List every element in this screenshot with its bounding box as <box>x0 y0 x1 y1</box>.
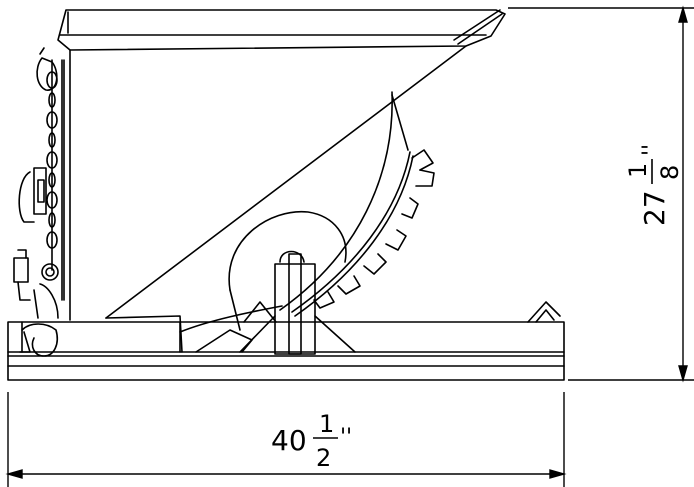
height-dimension-label: 27 1 8 '' <box>624 144 684 226</box>
hopper-teeth <box>313 149 435 309</box>
width-dimension-label: 40 1 2 '' <box>271 410 352 472</box>
height-unit: '' <box>639 144 664 156</box>
hopper-body <box>69 45 467 321</box>
width-dimension <box>5 392 567 487</box>
height-whole: 27 <box>638 190 671 226</box>
hopper-curved-bottom <box>279 91 414 317</box>
hopper-lip <box>105 305 283 353</box>
height-dimension <box>508 5 694 383</box>
latch-hook <box>19 321 59 357</box>
base-skid <box>7 301 565 381</box>
hopper-top-rim <box>57 9 506 51</box>
width-denominator: 2 <box>316 444 331 472</box>
latch-mechanism <box>13 167 59 319</box>
width-whole: 40 <box>271 424 307 457</box>
width-numerator: 1 <box>319 410 334 438</box>
height-denominator: 8 <box>656 165 684 180</box>
latch-chain <box>36 47 65 301</box>
height-numerator: 1 <box>624 163 652 178</box>
width-unit: '' <box>340 425 352 450</box>
